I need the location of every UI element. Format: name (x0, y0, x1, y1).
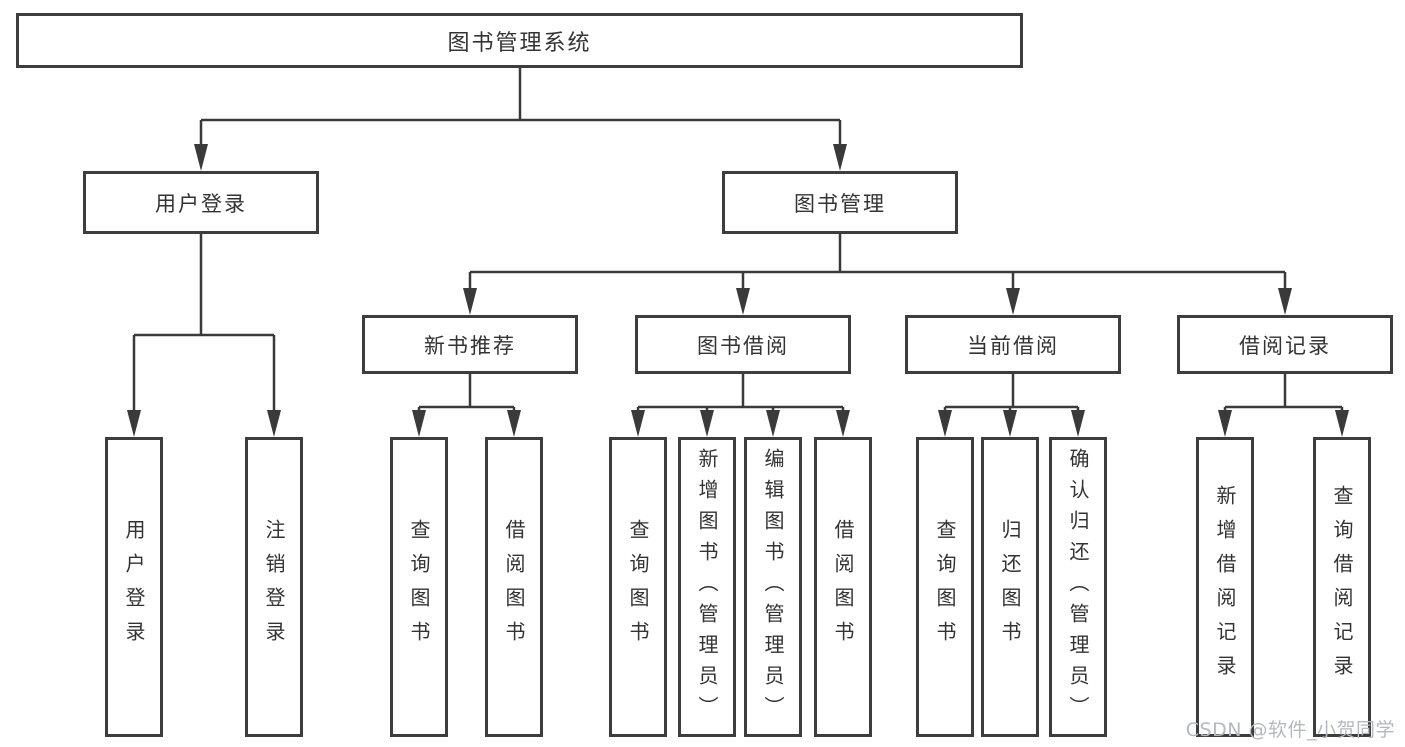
leaf-user-login-label: 用户登录 (122, 519, 146, 655)
leaf-borrow-borrow-books-label: 借阅图书 (831, 519, 855, 655)
node-section-book-borrow: 图书借阅 (635, 315, 851, 374)
leaf-borrow-add-books: 新增图书（管理员） (678, 437, 736, 737)
node-section-current-borrow-label: 当前借阅 (967, 333, 1059, 358)
leaf-current-query-books: 查询图书 (916, 437, 974, 737)
node-section-new-book-rec: 新书推荐 (362, 315, 578, 374)
leaf-borrow-edit-books-label: 编辑图书（管理员） (761, 447, 785, 727)
node-root: 图书管理系统 (16, 13, 1023, 68)
node-section-book-borrow-label: 图书借阅 (697, 333, 789, 358)
leaf-user-login: 用户登录 (105, 437, 163, 737)
node-section-current-borrow: 当前借阅 (905, 315, 1121, 374)
node-branch-user-login: 用户登录 (83, 171, 319, 234)
leaf-current-return-books-label: 归还图书 (998, 519, 1022, 655)
leaf-borrow-edit-books: 编辑图书（管理员） (744, 437, 802, 737)
node-branch-book-mgmt-label: 图书管理 (794, 191, 886, 216)
leaf-current-confirm-return-label: 确认归还（管理员） (1066, 447, 1090, 727)
leaf-records-add-record-label: 新增借阅记录 (1213, 485, 1237, 689)
leaf-current-confirm-return: 确认归还（管理员） (1049, 437, 1107, 737)
leaf-newbook-borrow-books: 借阅图书 (485, 437, 543, 737)
leaf-logout-label: 注销登录 (262, 519, 286, 655)
leaf-borrow-add-books-label: 新增图书（管理员） (695, 447, 719, 727)
leaf-newbook-query-books: 查询图书 (390, 437, 448, 737)
leaf-records-add-record: 新增借阅记录 (1196, 437, 1254, 737)
node-branch-book-mgmt: 图书管理 (722, 171, 958, 234)
leaf-borrow-query-books: 查询图书 (609, 437, 667, 737)
node-section-borrow-records-label: 借阅记录 (1239, 333, 1331, 358)
leaf-newbook-borrow-books-label: 借阅图书 (502, 519, 526, 655)
node-branch-user-login-label: 用户登录 (155, 191, 247, 216)
leaf-newbook-query-books-label: 查询图书 (407, 519, 431, 655)
leaf-logout: 注销登录 (245, 437, 303, 737)
leaf-borrow-borrow-books: 借阅图书 (814, 437, 872, 737)
leaf-current-query-books-label: 查询图书 (933, 519, 957, 655)
node-section-new-book-rec-label: 新书推荐 (424, 333, 516, 358)
node-section-borrow-records: 借阅记录 (1177, 315, 1393, 374)
node-root-label: 图书管理系统 (447, 30, 592, 56)
leaf-records-query-record-label: 查询借阅记录 (1330, 485, 1354, 689)
leaf-current-return-books: 归还图书 (981, 437, 1039, 737)
leaf-borrow-query-books-label: 查询图书 (626, 519, 650, 655)
leaf-records-query-record: 查询借阅记录 (1313, 437, 1371, 737)
